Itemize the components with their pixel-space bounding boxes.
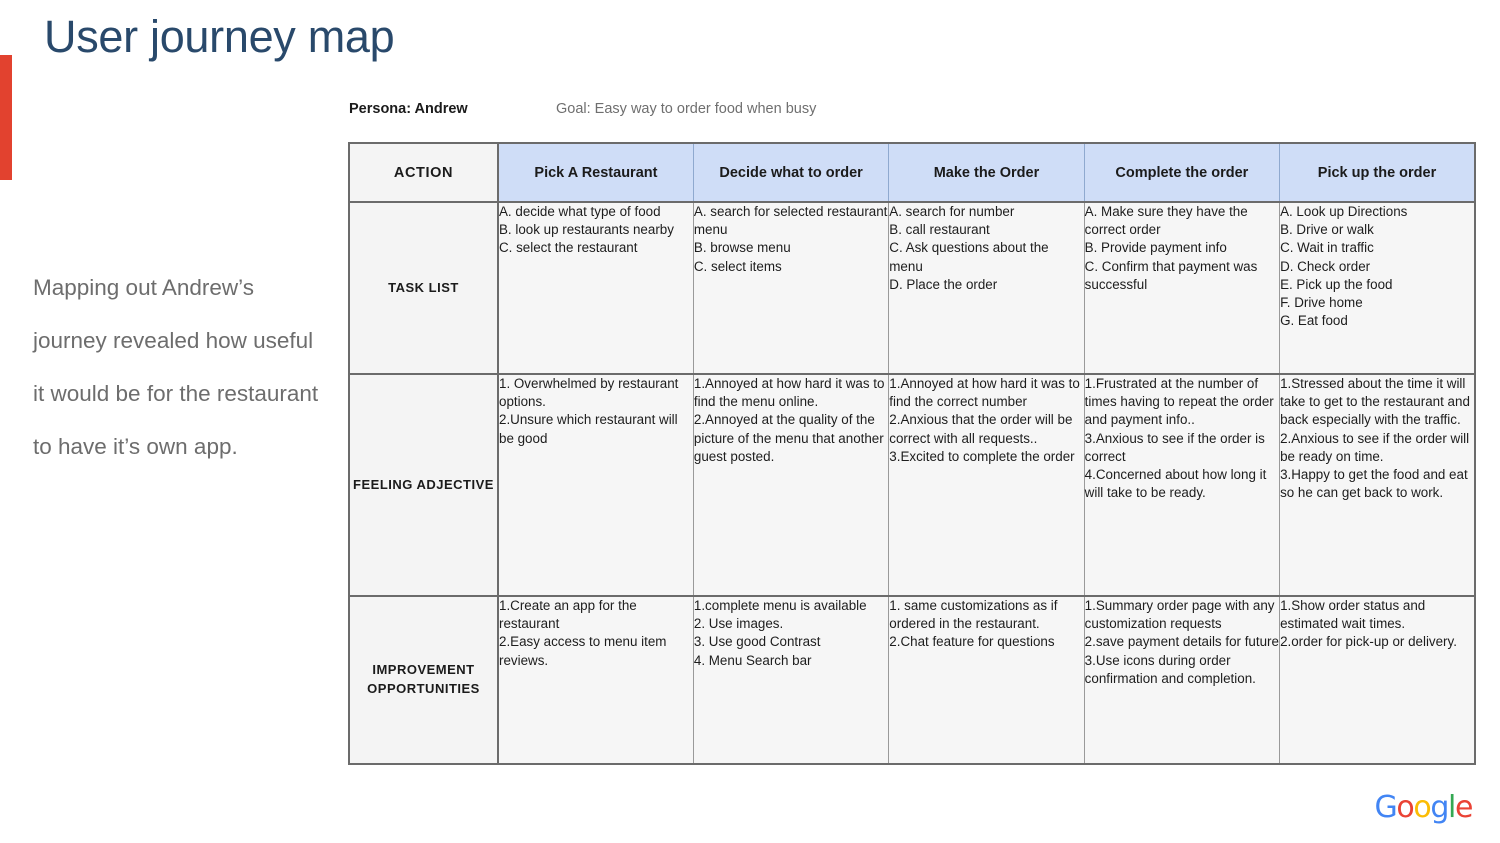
accent-bar	[0, 55, 12, 180]
header-action-label: ACTION	[348, 142, 499, 203]
cell-feeling-make-the-order: 1.Annoyed at how hard it was to find the…	[888, 374, 1085, 597]
cell-task-list-pick-a-restaurant: A. decide what type of food B. look up r…	[498, 202, 694, 375]
cell-improvement-complete-the-order: 1.Summary order page with any customizat…	[1084, 596, 1281, 765]
row-label-improvement-opportunities: IMPROVEMENT OPPORTUNITIES	[348, 596, 499, 765]
stage-header-3: Make the Order	[888, 142, 1085, 203]
page-title: User journey map	[44, 11, 395, 62]
google-logo-letter-g: G	[1374, 790, 1398, 825]
cell-task-list-complete-the-order: A. Make sure they have the correct order…	[1084, 202, 1281, 375]
cell-task-list-make-the-order: A. search for number B. call restaurant …	[888, 202, 1085, 375]
table-row: TASK LIST A. decide what type of food B.…	[348, 202, 1476, 375]
cell-improvement-pick-up-the-order: 1.Show order status and estimated wait t…	[1279, 596, 1476, 765]
journey-map-table: ACTION Pick A Restaurant Decide what to …	[348, 142, 1476, 765]
persona-label: Persona: Andrew	[349, 101, 468, 117]
cell-feeling-complete-the-order: 1.Frustrated at the number of times havi…	[1084, 374, 1281, 597]
cell-improvement-make-the-order: 1. same customizations as if ordered in …	[888, 596, 1085, 765]
stage-header-2: Decide what to order	[692, 142, 890, 203]
google-logo-letter-o2: o	[1413, 790, 1431, 825]
meta-row: Persona: Andrew Goal: Easy way to order …	[349, 98, 1474, 120]
google-logo-letter-g2: g	[1430, 790, 1449, 825]
table-row: FEELING ADJECTIVE 1. Overwhelmed by rest…	[348, 374, 1476, 597]
table-row: IMPROVEMENT OPPORTUNITIES 1.Create an ap…	[348, 596, 1476, 765]
stage-header-1: Pick A Restaurant	[497, 142, 694, 203]
google-logo-letter-o1: o	[1396, 790, 1414, 825]
narrative-text: Mapping out Andrew’s journey revealed ho…	[33, 275, 319, 459]
stage-header-4: Complete the order	[1083, 142, 1281, 203]
stage-header-5: Pick up the order	[1279, 142, 1476, 203]
cell-feeling-pick-up-the-order: 1.Stressed about the time it will take t…	[1279, 374, 1476, 597]
goal-label: Goal: Easy way to order food when busy	[556, 101, 817, 117]
row-label-task-list: TASK LIST	[348, 202, 499, 375]
cell-feeling-pick-a-restaurant: 1. Overwhelmed by restaurant options. 2.…	[498, 374, 694, 597]
google-logo-letter-l: l	[1448, 790, 1456, 825]
cell-feeling-decide-what-to-order: 1.Annoyed at how hard it was to find the…	[693, 374, 890, 597]
cell-improvement-pick-a-restaurant: 1.Create an app for the restaurant 2.Eas…	[498, 596, 694, 765]
table-header-row: ACTION Pick A Restaurant Decide what to …	[348, 142, 1476, 203]
cell-improvement-decide-what-to-order: 1.complete menu is available 2. Use imag…	[693, 596, 890, 765]
row-label-feeling-adjective: FEELING ADJECTIVE	[348, 374, 499, 597]
cell-task-list-pick-up-the-order: A. Look up Directions B. Drive or walk C…	[1279, 202, 1476, 375]
cell-task-list-decide-what-to-order: A. search for selected restaurant menu B…	[693, 202, 890, 375]
google-logo: Google	[1374, 790, 1474, 825]
google-logo-letter-e: e	[1454, 790, 1473, 825]
